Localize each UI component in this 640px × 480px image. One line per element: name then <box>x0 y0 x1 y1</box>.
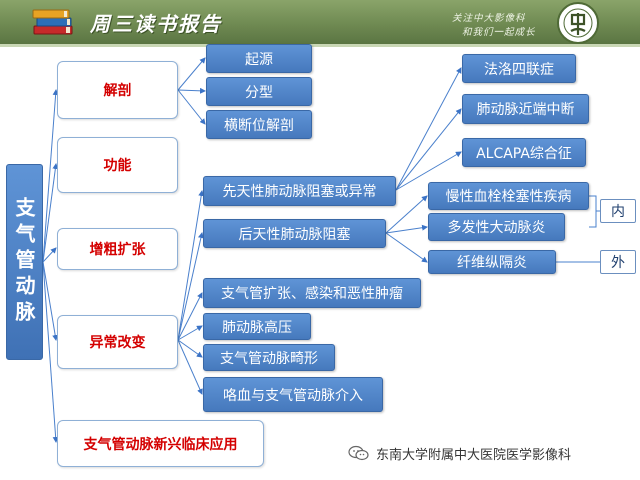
node-bronchial-artery-malformation: 支气管动脉畸形 <box>203 344 335 371</box>
header-bar <box>0 0 640 44</box>
header-slogan-line2: 和我们一起成长 <box>462 27 536 38</box>
node-axial-anatomy: 横断位解剖 <box>206 110 312 139</box>
header-title: 周三读书报告 <box>90 12 222 36</box>
node-bronchiectasis-infection-tumor: 支气管扩张、感染和恶性肿瘤 <box>203 278 421 308</box>
node-takayasu-arteritis: 多发性大动脉炎 <box>428 213 565 241</box>
books-icon <box>32 9 73 35</box>
node-congenital-obstruction: 先天性肺动脉阻塞或异常 <box>203 176 396 206</box>
node-hemoptysis-intervention: 咯血与支气管动脉介入 <box>203 377 383 412</box>
node-proximal-pa-interruption: 肺动脉近端中断 <box>462 94 589 124</box>
hospital-logo-icon <box>557 2 599 44</box>
node-abnormal: 异常改变 <box>57 315 178 369</box>
node-dilation: 增粗扩张 <box>57 228 178 270</box>
footer-source-label: 东南大学附属中大医院医学影像科 <box>376 447 572 463</box>
node-anatomy: 解剖 <box>57 61 178 119</box>
node-tetralogy-of-fallot: 法洛四联症 <box>462 54 576 83</box>
header-divider <box>0 44 640 47</box>
node-acquired-obstruction: 后天性肺动脉阻塞 <box>203 219 386 248</box>
node-fibrosing-mediastinitis: 纤维纵隔炎 <box>428 250 556 274</box>
node-origin: 起源 <box>206 44 312 73</box>
footer-source: 东南大学附属中大医院医学影像科 <box>348 444 572 463</box>
root-node: 支气管动脉 <box>6 164 43 360</box>
header-slogan-line1: 关注中大影像科 <box>452 13 526 24</box>
node-chronic-thromboembolic: 慢性血栓栓塞性疾病 <box>428 182 589 210</box>
node-classification: 分型 <box>206 77 312 106</box>
node-function: 功能 <box>57 137 178 193</box>
tag-outer: 外 <box>600 250 636 274</box>
node-clinical-application: 支气管动脉新兴临床应用 <box>57 420 264 467</box>
tag-inner: 内 <box>600 199 636 223</box>
node-alcapa-syndrome: ALCAPA综合征 <box>462 138 586 167</box>
node-pulmonary-hypertension: 肺动脉高压 <box>203 313 311 340</box>
wechat-icon <box>348 445 369 461</box>
